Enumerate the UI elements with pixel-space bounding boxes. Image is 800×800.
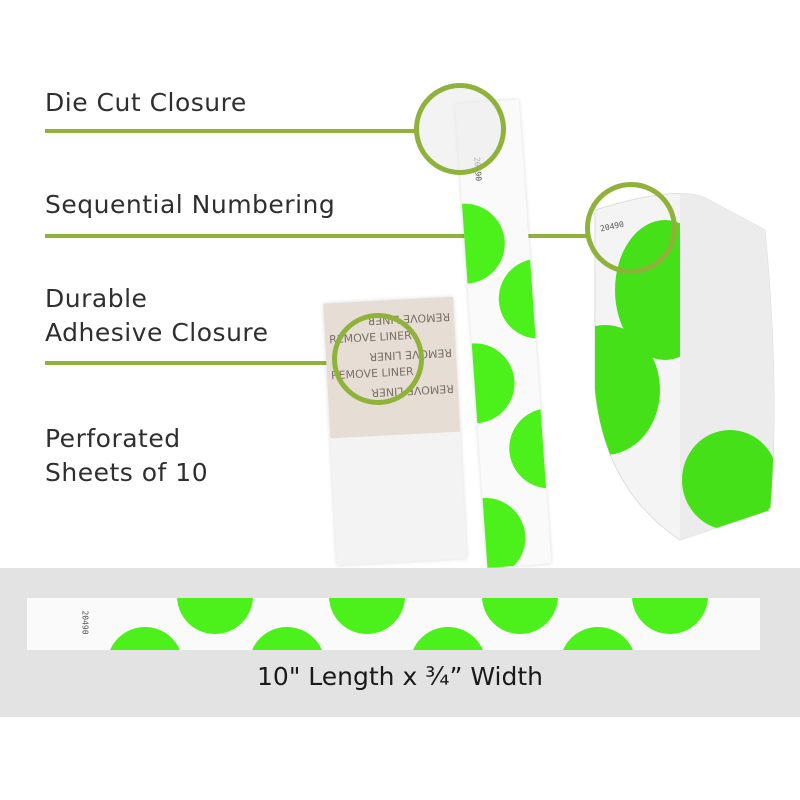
feature-label: Adhesive Closure [45,318,269,347]
curved-wristband [594,193,775,541]
callout-line [45,234,587,238]
feature-label: Perforated [45,424,181,453]
polka-dot [595,325,660,455]
feature-label: Sequential Numbering [45,190,336,219]
polka-dot [482,598,558,634]
polka-dot [410,627,486,650]
serial-number: 20490 [80,610,90,635]
polka-dot [506,405,552,491]
polka-dot [455,200,508,287]
adhesive-magnifier [332,313,424,405]
polka-dot [249,627,325,650]
polka-dot [107,627,183,650]
feature-label: Die Cut Closure [45,88,247,117]
polka-dot [632,598,708,634]
polka-dot [560,627,636,650]
dimensions-caption: 10" Length x ¾” Width [257,662,543,691]
numbering-magnifier [585,182,677,274]
flat-wristband: 20490 [27,598,760,650]
die-cut-magnifier [414,83,506,175]
callout-line [45,361,335,365]
dimensions-panel: 20490 10" Length x ¾” Width [0,568,800,717]
polka-dot [329,598,405,634]
feature-label: Sheets of 10 [45,458,209,487]
polka-dot [177,598,253,634]
polka-dot [496,255,552,342]
callout-line [45,129,417,133]
feature-die-cut-closure: Die Cut Closure [45,86,247,120]
polka-dot [455,340,518,427]
feature-sequential-numbering: Sequential Numbering [45,188,335,222]
feature-label: Durable [45,284,148,313]
